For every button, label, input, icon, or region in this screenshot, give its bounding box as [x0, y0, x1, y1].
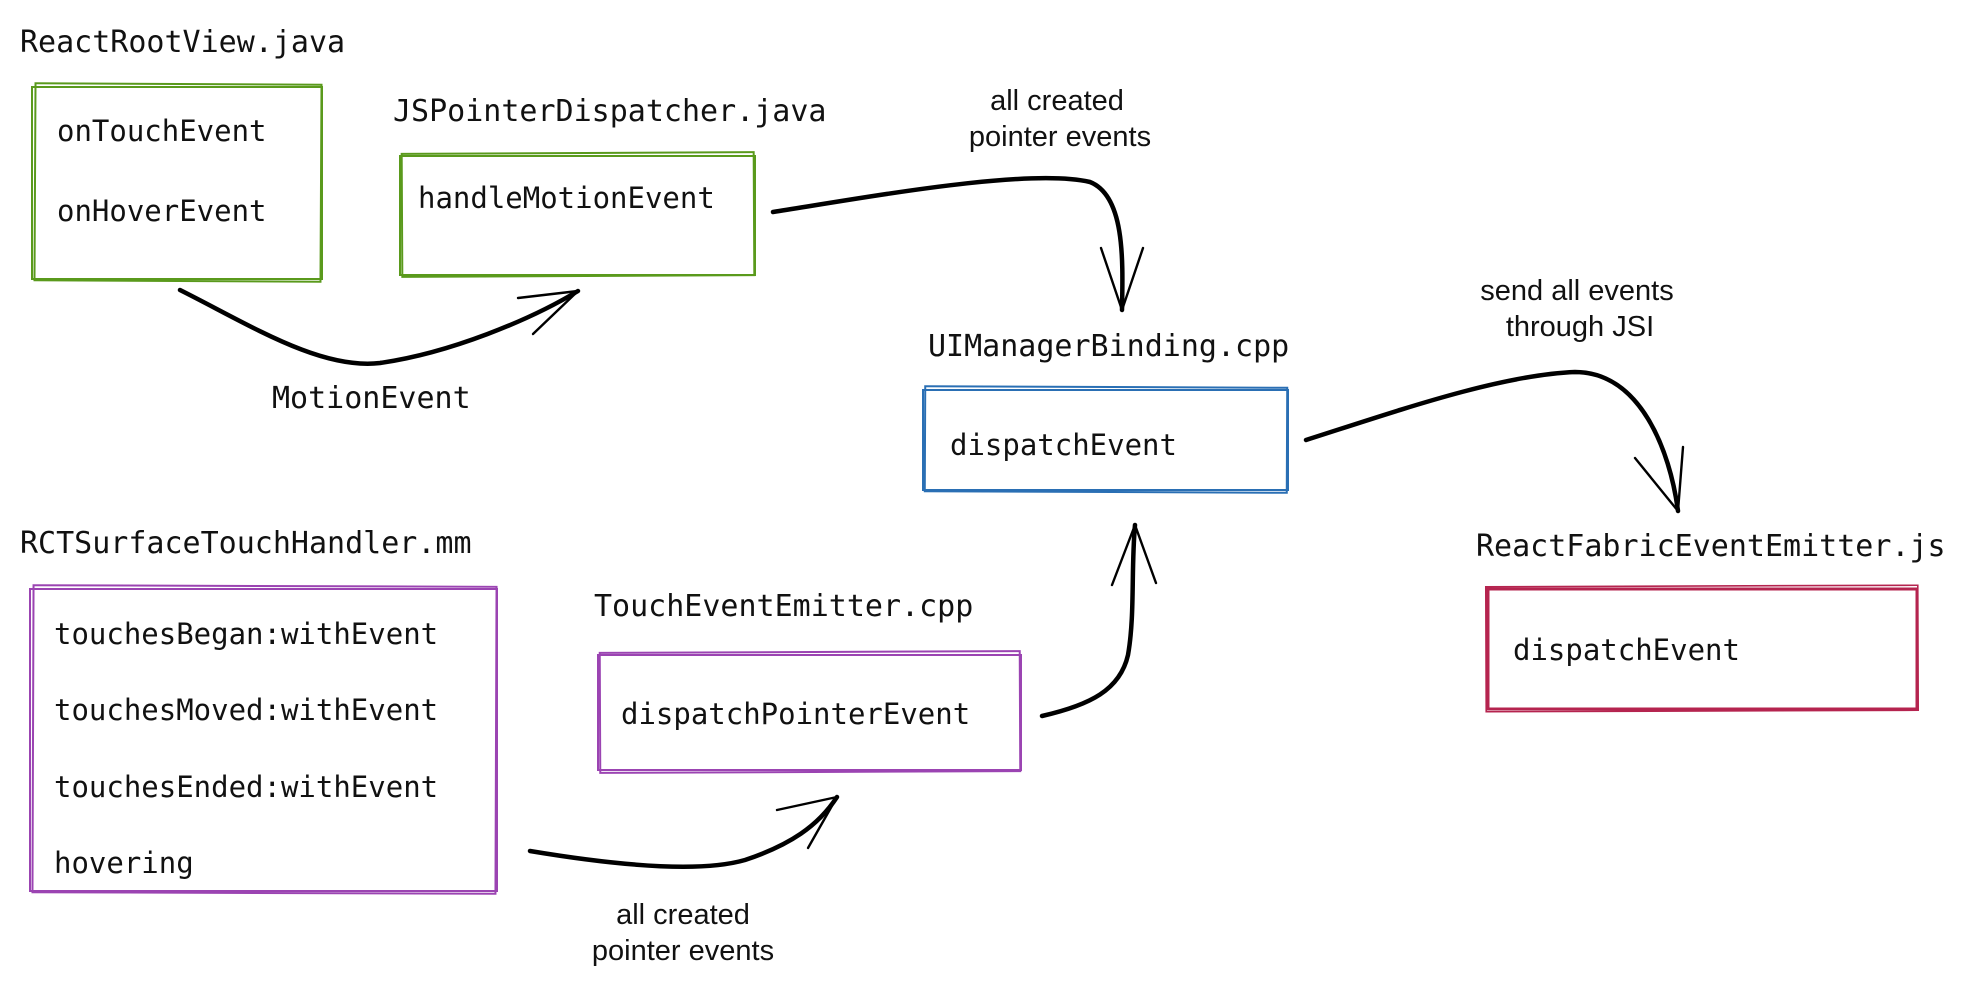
- arrow-jsi-to-fabric-emitter: [1303, 369, 1685, 514]
- js-pointer-dispatcher-file-label: JSPointerDispatcher.java: [393, 94, 826, 129]
- react-root-view-group: ReactRootView.java onTouchEvent onHoverE…: [20, 25, 345, 283]
- ui-manager-binding-group: UIManagerBinding.cpp dispatchEvent: [922, 329, 1289, 494]
- edge-note-created-android-line1: all created: [990, 85, 1124, 117]
- method-handle-motion-event: handleMotionEvent: [418, 181, 715, 215]
- method-touches-moved: touchesMoved:withEvent: [54, 693, 438, 727]
- edge-note-created-android-line2: pointer events: [969, 121, 1151, 153]
- method-touches-ended: touchesEnded:withEvent: [54, 770, 438, 804]
- edge-note-created-ios-line1: all created: [616, 899, 750, 931]
- js-pointer-dispatcher-group: JSPointerDispatcher.java handleMotionEve…: [393, 94, 826, 278]
- method-on-touch-event: onTouchEvent: [57, 114, 267, 148]
- touch-event-emitter-box: [597, 650, 1022, 774]
- js-pointer-dispatcher-box: [399, 151, 756, 278]
- method-dispatch-pointer-event: dispatchPointerEvent: [621, 697, 970, 731]
- react-root-view-file-label: ReactRootView.java: [20, 25, 345, 60]
- method-dispatch-event-cpp: dispatchEvent: [950, 428, 1177, 462]
- react-fabric-event-emitter-box: [1484, 584, 1920, 713]
- ui-manager-binding-file-label: UIManagerBinding.cpp: [928, 329, 1289, 364]
- edge-note-jsi-line1: send all events: [1480, 275, 1673, 307]
- arrow-touch-emitter-to-ui-manager: [1039, 522, 1158, 719]
- edge-note-jsi-line2: through JSI: [1506, 311, 1654, 343]
- rct-surface-touch-handler-box: [29, 584, 498, 895]
- method-hovering: hovering: [54, 846, 194, 880]
- react-fabric-event-emitter-group: ReactFabricEventEmitter.js dispatchEvent: [1476, 529, 1946, 713]
- method-dispatch-event-js: dispatchEvent: [1513, 633, 1740, 667]
- ui-manager-binding-box: [922, 385, 1289, 494]
- arrow-ios-to-touch-emitter: [527, 794, 840, 870]
- rct-surface-touch-handler-group: RCTSurfaceTouchHandler.mm touchesBegan:w…: [20, 526, 498, 895]
- method-on-hover-event: onHoverEvent: [57, 194, 267, 228]
- rct-surface-touch-handler-file-label: RCTSurfaceTouchHandler.mm: [20, 526, 472, 561]
- arrow-motion-event: [177, 287, 581, 366]
- touch-event-emitter-file-label: TouchEventEmitter.cpp: [594, 589, 973, 624]
- edge-label-motion-event: MotionEvent: [272, 381, 471, 416]
- arrow-to-ui-manager-android: [770, 175, 1145, 313]
- method-touches-began: touchesBegan:withEvent: [54, 617, 438, 651]
- react-fabric-event-emitter-file-label: ReactFabricEventEmitter.js: [1476, 529, 1946, 564]
- react-root-view-box: [31, 82, 323, 283]
- edge-note-created-ios-line2: pointer events: [592, 935, 774, 967]
- touch-event-emitter-group: TouchEventEmitter.cpp dispatchPointerEve…: [594, 589, 1022, 774]
